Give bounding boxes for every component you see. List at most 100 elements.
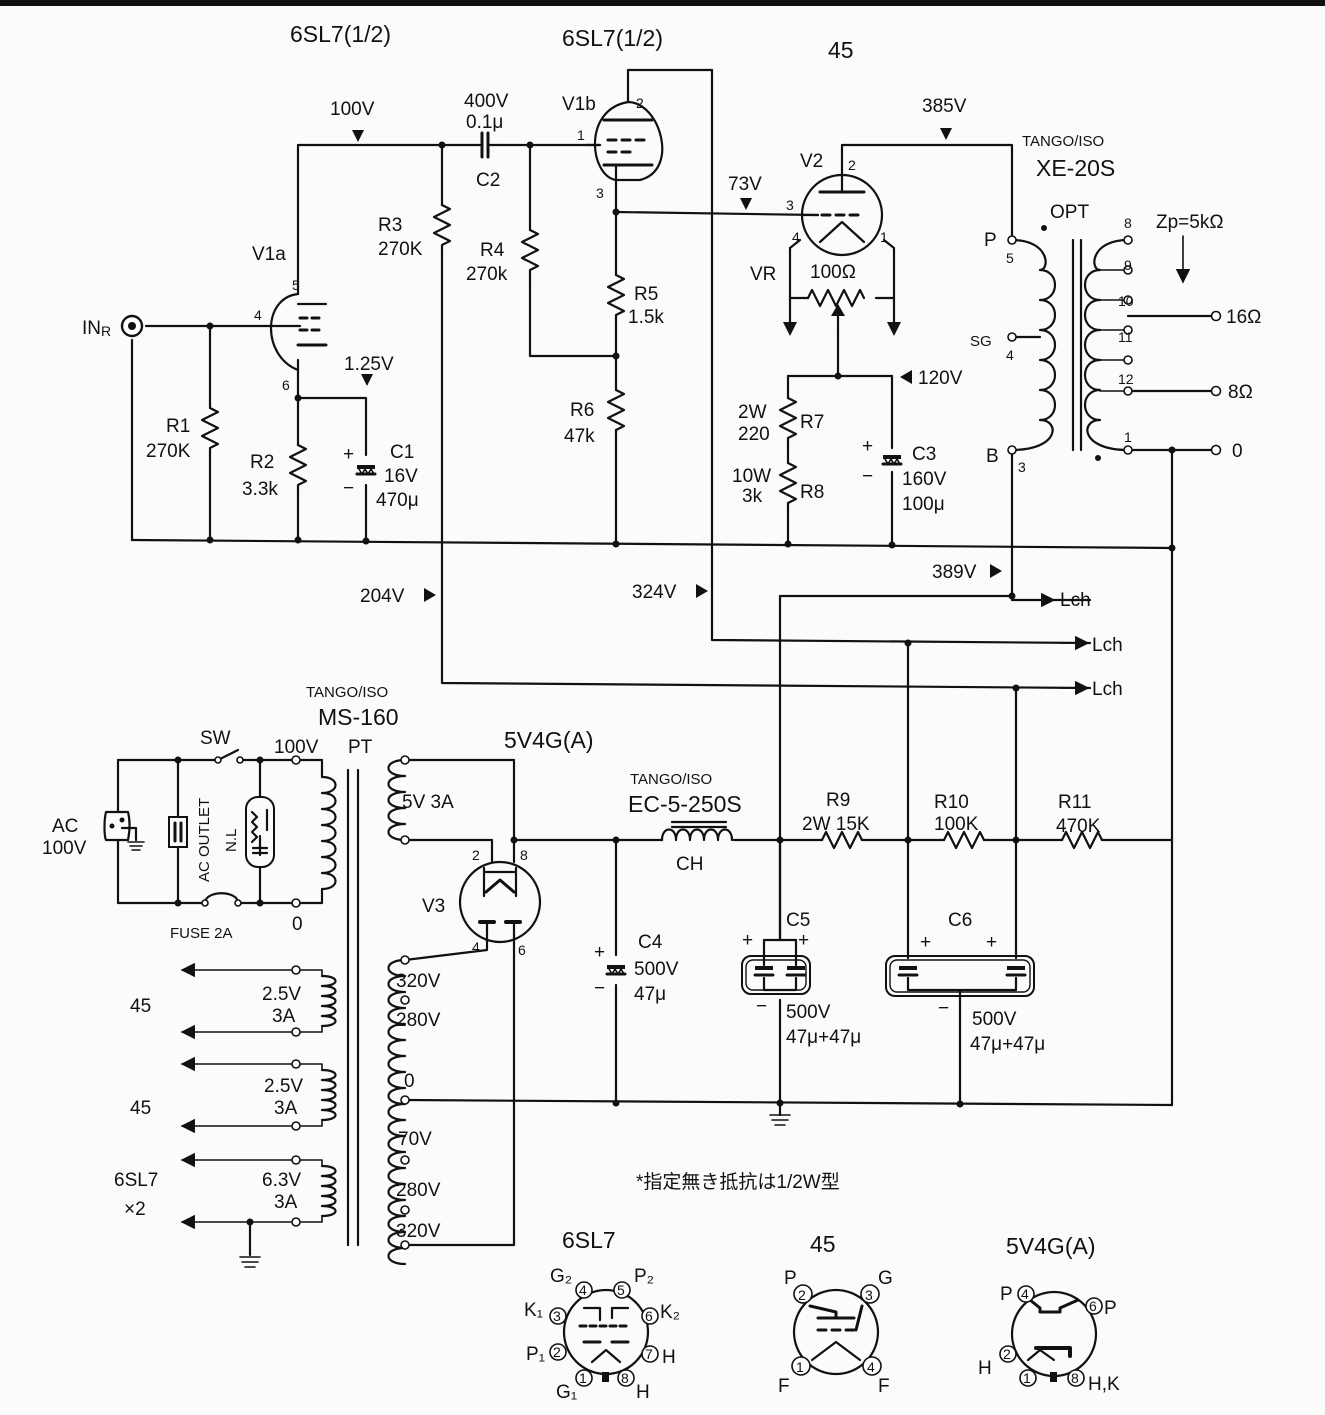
heater-6sl7-count: ×2 — [124, 1199, 146, 1220]
r5-value: 1.5k — [628, 307, 664, 328]
c4-voltage: 500V — [634, 959, 679, 980]
tube-v1b — [584, 100, 664, 192]
c5-plus-1: + — [742, 930, 753, 951]
pinout-6sl7-pin-7: 7 — [645, 1346, 653, 1362]
r7-power: 2W — [738, 402, 767, 423]
opt-model: XE-20S — [1036, 155, 1115, 181]
voltage-markers — [352, 128, 1002, 602]
resistor-r10 — [942, 830, 986, 850]
pinout-5v4g-pin-1: 1 — [1023, 1370, 1031, 1386]
tube-v3 — [458, 860, 542, 944]
c5-minus: − — [756, 996, 767, 1017]
vr-name: VR — [750, 264, 776, 285]
voltage-324v: 324V — [632, 582, 677, 603]
pinout-5v4g-pin-2: 2 — [1003, 1346, 1011, 1362]
r4-name: R4 — [480, 240, 505, 261]
fuse-label: FUSE 2A — [170, 925, 233, 942]
r10-value: 100K — [934, 814, 979, 835]
pinout-5v4g-p1: P — [1000, 1284, 1013, 1305]
r9-name: R9 — [826, 790, 850, 811]
pinout-5v4g-h: H — [978, 1358, 992, 1379]
c2-value: 0.1μ — [466, 112, 503, 133]
r6-name: R6 — [570, 400, 594, 421]
tap-320v-a: 320V — [396, 971, 441, 992]
pinout-5v4g-pin-6: 6 — [1089, 1298, 1097, 1314]
r5-name: R5 — [634, 284, 658, 305]
opt-b: B — [986, 446, 999, 467]
opt-brand: TANGO/ISO — [1022, 133, 1104, 150]
voltage-1-25v: 1.25V — [344, 354, 394, 375]
pinout-45-p: P — [784, 1268, 797, 1289]
input-label-text: IN — [82, 318, 101, 339]
pin-v2-4: 4 — [792, 229, 800, 245]
opt-sec-1: 1 — [1124, 429, 1132, 445]
capacitor-c1 — [355, 465, 377, 476]
opt-pin-b: 3 — [1018, 459, 1026, 475]
pinout-6sl7-pin-1: 1 — [579, 1370, 587, 1386]
out-8ohm: 8Ω — [1228, 382, 1253, 403]
rectifier-type: 5V4G(A) — [504, 727, 593, 753]
pt-brand: TANGO/ISO — [306, 684, 388, 701]
r11-value: 470K — [1056, 816, 1101, 837]
resistor-r1 — [200, 406, 220, 457]
opt-zp: Zp=5kΩ — [1156, 212, 1224, 233]
r3-value: 270K — [378, 239, 423, 260]
r2-name: R2 — [250, 452, 274, 473]
pin-v2-3: 3 — [786, 197, 794, 213]
v1b-label: V1b — [562, 94, 596, 115]
ground-symbols — [239, 1114, 791, 1268]
pinout-45-pin-4: 4 — [867, 1359, 875, 1375]
r1-value: 270K — [146, 441, 191, 462]
resistor-r2 — [288, 443, 308, 492]
tap-70v: 70V — [398, 1129, 432, 1150]
sw-label: SW — [200, 728, 231, 749]
ch-label: CH — [676, 854, 703, 875]
voltage-389v: 389V — [932, 562, 977, 583]
pinout-6sl7-pin-4: 4 — [579, 1282, 587, 1298]
resistor-note: *指定無き抵抗は1/2W型 — [636, 1171, 840, 1193]
sec-2-5b-v: 2.5V — [264, 1076, 303, 1097]
c1-voltage: 16V — [384, 466, 418, 487]
pinout-5v4g-pin-4: 4 — [1021, 1286, 1029, 1302]
pin-v2-2: 2 — [848, 157, 856, 173]
v3-label: V3 — [422, 896, 445, 917]
pinout-6sl7: 6SL7 4 5 3 6 2 7 1 8 G₂ P₂ K₁ K₂ P₁ H G₁… — [524, 1227, 680, 1403]
v2-type-label: 45 — [828, 37, 854, 63]
vr-value: 100Ω — [810, 262, 856, 283]
amp-wiring — [130, 68, 1214, 1107]
r2-value: 3.3k — [242, 479, 278, 500]
power-input-parts — [103, 748, 275, 907]
output-transformer — [1007, 225, 1222, 461]
pinout-6sl7-pin-6: 6 — [645, 1308, 653, 1324]
pinout-45: 45 2 3 1 4 P G F F — [778, 1231, 893, 1397]
c3-name: C3 — [912, 444, 936, 465]
c5-plus-2: + — [798, 930, 809, 951]
opt-sec-9: 9 — [1124, 257, 1132, 273]
pin-v1a-5: 5 — [292, 277, 300, 293]
lch-1: Lch — [1060, 590, 1091, 611]
signal-arrows — [1011, 235, 1191, 696]
pt-model: MS-160 — [318, 704, 399, 730]
pinout-5v4g: 5V4G(A) 4 6 2 1 8 P P H H,K — [978, 1233, 1120, 1395]
pinout-6sl7-p1: P₁ — [526, 1344, 545, 1365]
pin-v1a-6: 6 — [282, 377, 290, 393]
resistor-r6 — [606, 388, 626, 432]
out-16ohm: 16Ω — [1226, 307, 1261, 328]
capacitor-c2 — [470, 131, 500, 159]
resistor-r8 — [778, 461, 798, 512]
pinout-45-f1: F — [778, 1376, 790, 1397]
resistor-r9 — [820, 830, 864, 850]
c4-minus: − — [594, 978, 605, 999]
c1-plus: + — [343, 444, 354, 465]
c6-voltage: 500V — [972, 1009, 1017, 1030]
sec-6-3-a: 3A — [274, 1192, 298, 1213]
opt-sg: SG — [970, 333, 992, 350]
pin-v3-8: 8 — [520, 847, 528, 863]
pin-v1a-4: 4 — [254, 307, 262, 323]
c5-name: C5 — [786, 910, 810, 931]
c2-voltage: 400V — [464, 91, 509, 112]
voltage-73v: 73V — [728, 174, 762, 195]
r7-name: R7 — [800, 412, 824, 433]
capacitor-c3 — [881, 455, 903, 466]
pinout-45-pin-1: 1 — [796, 1359, 804, 1375]
